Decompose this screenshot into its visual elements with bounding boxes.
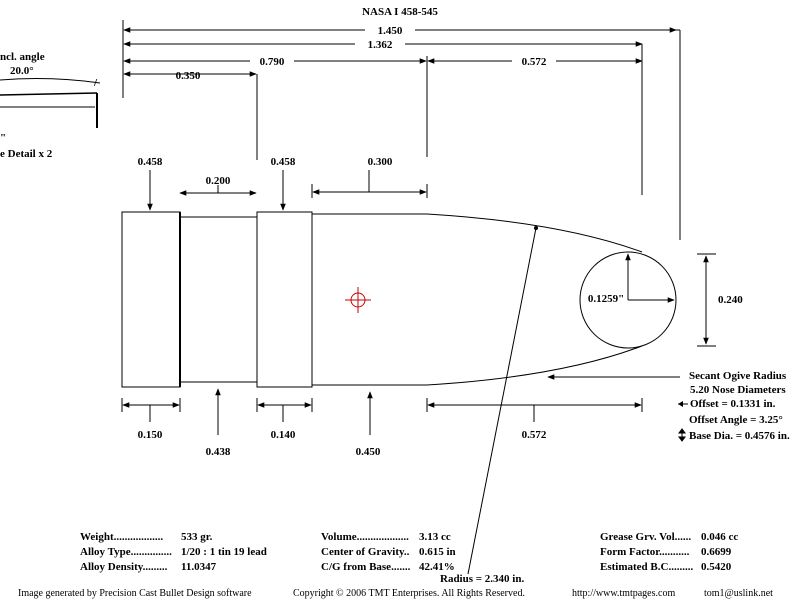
- dim-band2-diameter: 0.458: [271, 156, 296, 168]
- angle-detail: ncl. angle 20.0° / " e Detail x 2: [0, 51, 101, 160]
- dim-groove-width: 0.200: [206, 175, 231, 187]
- dim-mid-length: 0.790: [260, 56, 285, 68]
- spec-cog-label: Center of Gravity..: [321, 546, 410, 558]
- dim-band1-diameter: 0.458: [138, 156, 163, 168]
- spec-volume-label: Volume...................: [321, 531, 409, 543]
- detail-scale-label: e Detail x 2: [0, 148, 53, 160]
- base-dia-arrow-icon: [678, 428, 686, 442]
- footer: Image generated by Precision Cast Bullet…: [18, 588, 773, 599]
- footer-email: tom1@uslink.net: [704, 588, 773, 599]
- detail-tick: ": [0, 132, 6, 144]
- offset-angle-label: Offset Angle = 3.25°: [689, 414, 783, 426]
- spec-alloy-type-label: Alloy Type...............: [80, 546, 172, 558]
- specs-table: Weight.................. 533 gr. Alloy T…: [80, 531, 738, 573]
- spec-alloy-type-value: 1/20 : 1 tin 19 lead: [181, 546, 267, 558]
- offset-label: Offset = 0.1331 in.: [690, 398, 776, 410]
- footer-copyright: Copyright © 2006 TMT Enterprises. All Ri…: [293, 588, 525, 599]
- dim-base-band-width: 0.150: [138, 429, 163, 441]
- spec-bc-label: Estimated B.C.........: [600, 561, 693, 573]
- spec-grease-value: 0.046 cc: [701, 531, 738, 543]
- ogive-radius-line: [467, 226, 538, 575]
- spec-weight-label: Weight..................: [80, 531, 163, 543]
- offset-arrow-icon: [678, 401, 688, 407]
- meplat-dimension: [697, 253, 716, 347]
- center-of-gravity-icon: [345, 287, 371, 313]
- spec-volume-value: 3.13 cc: [419, 531, 451, 543]
- spec-form-factor-value: 0.6699: [701, 546, 732, 558]
- dim-first-band-length: 0.350: [176, 70, 201, 82]
- spec-form-factor-label: Form Factor...........: [600, 546, 690, 558]
- nose-diameters-label: 5.20 Nose Diameters: [690, 384, 786, 396]
- base-diameter-label: Base Dia. = 0.4576 in.: [689, 430, 790, 442]
- spec-alloy-density-value: 11.0347: [181, 561, 217, 573]
- spec-cg-base-label: C/G from Base.......: [321, 561, 411, 573]
- upper-local-dims: [147, 170, 428, 211]
- top-dimensions: [122, 20, 681, 240]
- dim-ogive-length-bottom: 0.572: [522, 429, 547, 441]
- ogive-radius-label: Radius = 2.340 in.: [440, 573, 524, 585]
- spec-weight-value: 533 gr.: [181, 531, 213, 543]
- dim-band2-width: 0.140: [271, 429, 296, 441]
- footer-software: Image generated by Precision Cast Bullet…: [18, 588, 252, 599]
- dim-meplat-diameter: 0.240: [718, 294, 743, 306]
- dim-body-diameter: 0.450: [356, 446, 381, 458]
- angle-value: 20.0°: [10, 65, 34, 77]
- angle-mark: /: [93, 77, 98, 89]
- spec-bc-value: 0.5420: [701, 561, 732, 573]
- dim-overall-length: 1.450: [378, 25, 403, 37]
- ogive-info: Secant Ogive Radius 5.20 Nose Diameters …: [547, 370, 790, 442]
- dim-nose-start-length: 1.362: [368, 39, 393, 51]
- dim-body-length: 0.300: [368, 156, 393, 168]
- bullet-profile: [121, 211, 677, 388]
- spec-grease-label: Grease Grv. Vol......: [600, 531, 691, 543]
- footer-url: http://www.tmtpages.com: [572, 588, 675, 599]
- ogive-type-label: Secant Ogive Radius: [689, 370, 787, 382]
- bottom-dimensions: [121, 388, 643, 435]
- angle-label: ncl. angle: [0, 51, 45, 63]
- spec-alloy-density-label: Alloy Density.........: [80, 561, 168, 573]
- spec-cg-base-value: 42.41%: [419, 561, 455, 573]
- drawing-title: NASA I 458-545: [362, 6, 438, 18]
- dim-groove-diameter: 0.438: [206, 446, 231, 458]
- nose-radius-label: 0.1259": [588, 293, 624, 305]
- dim-ogive-length-top: 0.572: [522, 56, 547, 68]
- spec-cog-value: 0.615 in: [419, 546, 456, 558]
